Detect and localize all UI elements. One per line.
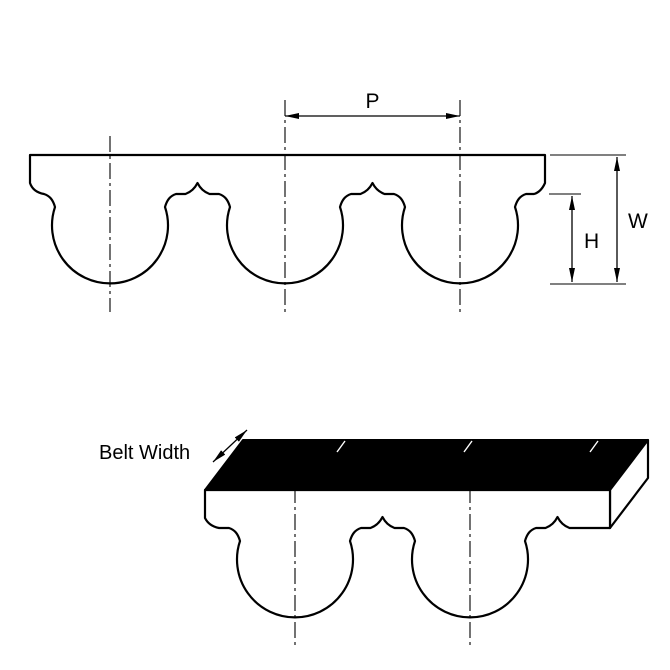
belt-width-annotation: Belt Width — [99, 429, 248, 464]
perspective-view: Belt Width — [99, 429, 650, 646]
width-dimension-label: W — [628, 210, 648, 233]
belt-profile-outline — [28, 153, 547, 285]
belt-width-arrow — [212, 429, 248, 463]
height-dimension: H — [549, 193, 599, 282]
belt-width-label: Belt Width — [99, 442, 190, 464]
tooth-mark-tick — [336, 440, 346, 453]
pitch-dimension-label: P — [365, 90, 379, 113]
cross-section-view: P W H — [28, 90, 648, 312]
height-dimension-label: H — [584, 230, 599, 253]
pitch-dimension: P — [285, 90, 460, 119]
belt-back-surface — [204, 439, 649, 491]
tooth-mark-tick — [463, 440, 473, 453]
width-dimension: W — [550, 154, 648, 285]
tooth-mark-tick — [589, 440, 599, 453]
belt-front-profile — [203, 488, 612, 619]
